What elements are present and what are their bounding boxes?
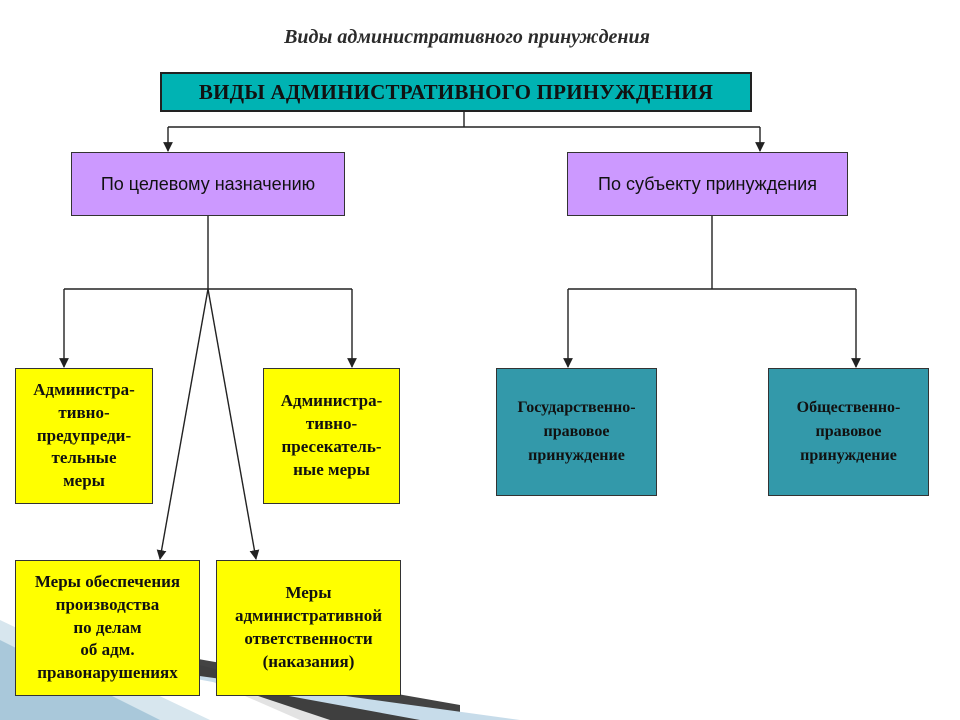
arrow-to-liability	[207, 288, 260, 560]
state-coercion-node: Государственно- правовое принуждение	[496, 368, 657, 496]
root-node: ВИДЫ АДМИНИСТРАТИВНОГО ПРИНУЖДЕНИЯ	[160, 72, 752, 112]
category-by-purpose: По целевому назначению	[71, 152, 345, 216]
category-by-subject: По субъекту принуждения	[567, 152, 848, 216]
liability-measures-node: Меры административной ответственности (н…	[216, 560, 401, 696]
suppressive-measures-node: Администра- тивно- пресекатель- ные меры	[263, 368, 400, 504]
preventive-measures-node: Администра- тивно- предупреди- тельные м…	[15, 368, 153, 504]
public-coercion-node: Общественно- правовое принуждение	[768, 368, 929, 496]
arrow-to-procedural	[156, 288, 209, 560]
page-title: Виды административного принуждения	[284, 26, 650, 48]
procedural-measures-node: Меры обеспечения производства по делам о…	[15, 560, 200, 696]
